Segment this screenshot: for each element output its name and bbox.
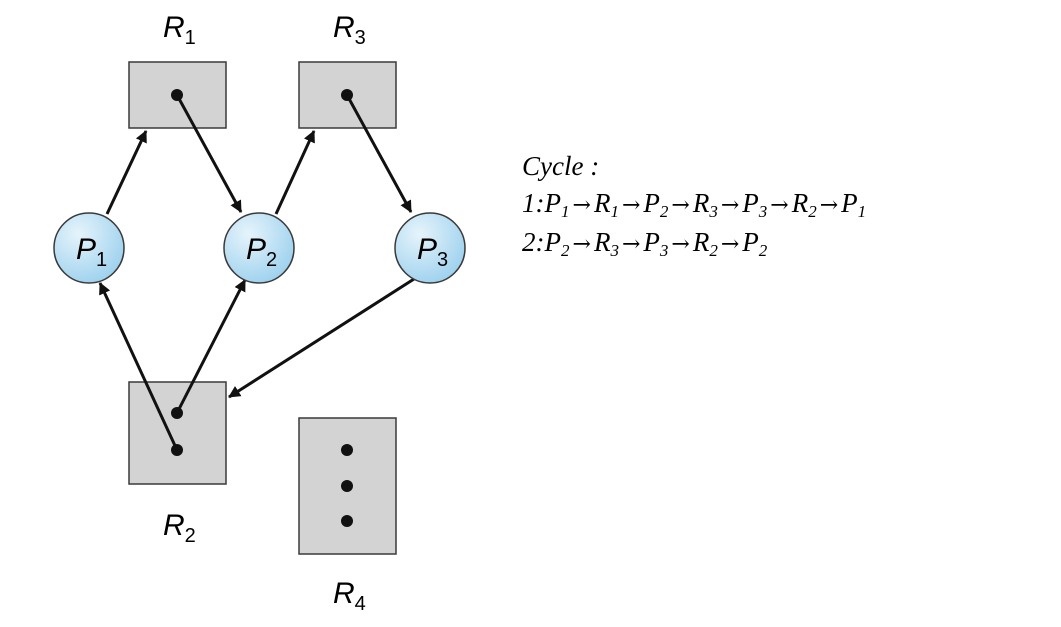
cycle-node: P1 <box>841 188 867 221</box>
right-arrow-icon: → <box>671 193 690 218</box>
edge-r3-assigned-p3 <box>345 94 413 213</box>
cycle-node: P2 <box>544 227 570 260</box>
edge-p2-request-r3 <box>274 130 316 215</box>
right-arrow-icon: → <box>720 232 740 257</box>
resource-r1-label: R1 <box>163 11 196 49</box>
process-p1-node <box>53 212 125 284</box>
r4-instance-dot-3 <box>341 515 353 527</box>
process-p2-node <box>223 212 295 284</box>
edge-p1-request-r1 <box>105 130 148 215</box>
resource-r2-box <box>128 381 227 485</box>
edge-r2-assigned-p1 <box>98 282 179 451</box>
right-arrow-icon: → <box>621 232 641 257</box>
process-p3-label: P3 <box>417 233 448 271</box>
cycle-node: R2 <box>692 227 718 260</box>
cycle-node: P1 <box>544 188 570 221</box>
cycle-node: P3 <box>643 227 669 260</box>
r4-instance-dot-1 <box>341 444 353 456</box>
cycle-line-2: 2:P2→R3→P3→R2→P2 <box>522 224 866 263</box>
edge-r1-assigned-p2 <box>175 94 243 213</box>
cycle-prefix: 1: <box>522 188 545 218</box>
cycle-heading: Cycle : <box>522 151 600 181</box>
process-p1-label: P1 <box>76 233 107 271</box>
process-p3-node <box>394 212 466 284</box>
right-arrow-icon: → <box>671 232 690 257</box>
cycle-node: P3 <box>742 188 768 221</box>
resource-r4-label: R4 <box>333 577 366 615</box>
cycle-node: P2 <box>643 188 669 221</box>
right-arrow-icon: → <box>572 232 591 257</box>
right-arrow-icon: → <box>720 193 740 218</box>
cycle-node: R1 <box>593 188 619 221</box>
r4-instance-dot-2 <box>341 480 353 492</box>
right-arrow-icon: → <box>770 193 789 218</box>
edge-p3-request-r2 <box>228 277 415 399</box>
cycle-prefix: 2: <box>522 227 545 257</box>
edge-r2-assigned-p2 <box>175 279 247 414</box>
cycle-annotation: Cycle : 1:P1→R1→P2→R3→P3→R2→P1 2:P2→R3→P… <box>522 148 866 263</box>
right-arrow-icon: → <box>572 193 591 218</box>
resource-r2-label: R2 <box>163 509 196 547</box>
diagram-background <box>68 0 465 612</box>
right-arrow-icon: → <box>621 193 641 218</box>
resource-r3-label: R3 <box>333 11 366 49</box>
cycle-node: R2 <box>791 188 817 221</box>
right-arrow-icon: → <box>819 193 839 218</box>
cycle-line-1: 1:P1→R1→P2→R3→P3→R2→P1 <box>522 185 866 224</box>
cycle-node: P2 <box>742 227 768 260</box>
cycle-node: R3 <box>593 227 619 260</box>
process-p2-label: P2 <box>246 233 277 271</box>
cycle-node: R3 <box>692 188 718 221</box>
